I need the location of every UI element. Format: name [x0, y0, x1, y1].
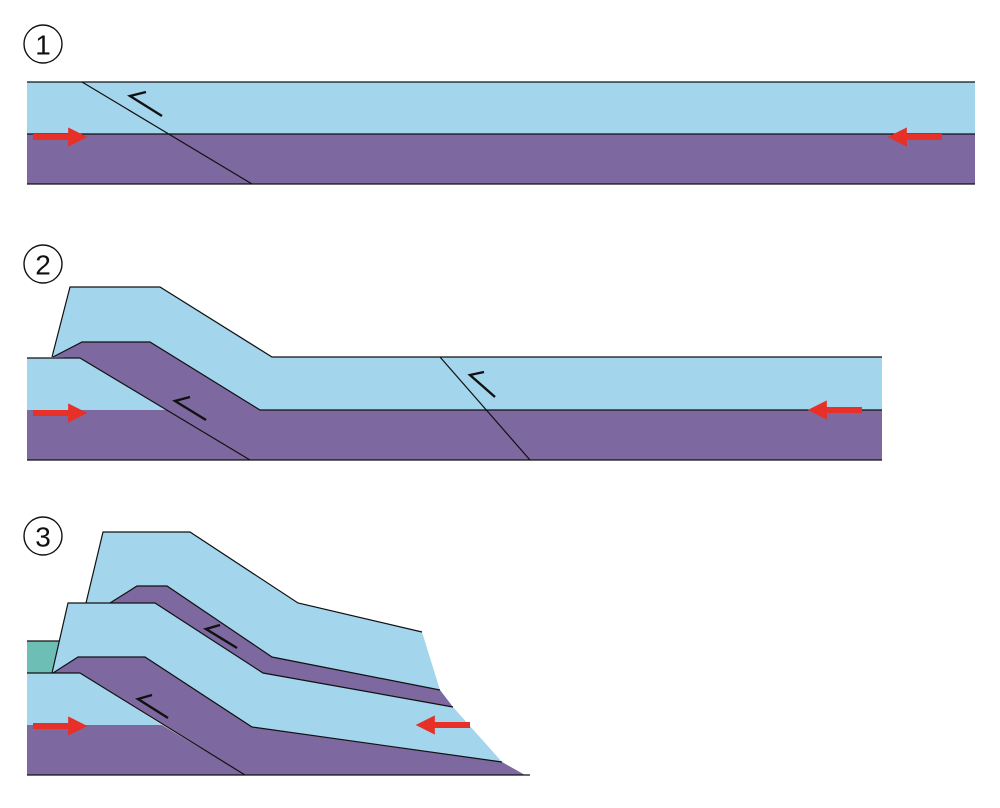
sediment-layer	[27, 641, 59, 673]
edge-line	[85, 531, 423, 633]
footwall-upper-layer	[27, 358, 167, 410]
stage-2: 2	[23, 244, 882, 461]
lower-layer	[27, 134, 975, 184]
new-fault-line	[439, 356, 531, 461]
fault-line	[79, 357, 251, 461]
stage-3: 3	[23, 516, 530, 776]
stage-1-badge	[23, 24, 63, 64]
stage-3-badge	[23, 516, 63, 556]
edge-line	[51, 602, 454, 708]
fault-line	[81, 81, 253, 185]
slip-arrow-icon	[203, 623, 238, 650]
edge-line	[52, 341, 882, 411]
stage-2-label: 2	[35, 250, 51, 281]
slip-arrow-icon	[171, 395, 207, 422]
top-sheet-upper-layer	[86, 532, 440, 690]
middle-sheet-lower-layer	[53, 657, 525, 775]
stage-3-label: 3	[35, 522, 51, 553]
edge-line	[51, 286, 882, 358]
top-sheet-lower-layer	[110, 586, 453, 707]
edge-line	[109, 585, 441, 691]
slip-arrow-icon	[126, 90, 163, 118]
hanging-wall-upper-layer	[52, 287, 882, 410]
stage-1-label: 1	[35, 30, 51, 61]
stage-2-badge	[23, 244, 63, 284]
hanging-wall-lower-layer	[53, 342, 882, 460]
edge-line	[52, 656, 503, 763]
footwall-upper-layer	[27, 673, 162, 725]
footwall-lower-layer	[27, 725, 245, 775]
upper-layer	[27, 82, 975, 134]
slip-arrow-icon	[467, 370, 496, 398]
slip-arrow-icon	[135, 693, 169, 720]
middle-sheet-upper-layer	[52, 603, 502, 762]
stage-1: 1	[23, 24, 975, 185]
fault-line	[79, 672, 246, 776]
